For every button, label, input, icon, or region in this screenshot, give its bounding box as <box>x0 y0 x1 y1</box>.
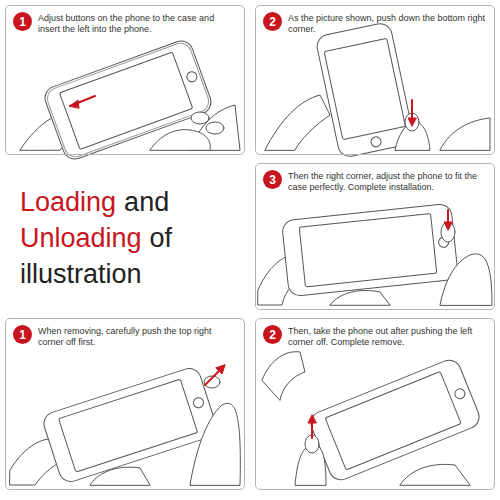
step-number-circle: 1 <box>13 325 32 344</box>
instruction-text: Then, take the phone out after pushing t… <box>288 326 486 348</box>
step-number: 2 <box>269 328 276 342</box>
step-panel: Then the right corner, adjust the phone … <box>255 163 495 310</box>
heading-row: illustration <box>20 258 142 290</box>
phone-drawing <box>281 203 458 296</box>
step-number: 2 <box>269 15 276 29</box>
step-panel: When removing, carefully push the top ri… <box>5 318 245 490</box>
instruction-text: As the picture shown, push down the bott… <box>288 13 486 35</box>
hand-drawing <box>150 112 224 150</box>
phone-drawing <box>41 365 219 484</box>
step-number-circle: 1 <box>13 12 32 31</box>
step-number-circle: 2 <box>263 325 282 344</box>
arrow-head <box>408 118 416 126</box>
step-number: 1 <box>19 328 26 342</box>
hand-drawing <box>262 352 305 400</box>
step-panel: As the picture shown, push down the bott… <box>255 5 495 155</box>
arrow-head <box>216 365 225 374</box>
hand-drawing <box>90 376 240 485</box>
phone-drawing <box>307 357 482 484</box>
step-number-circle: 3 <box>263 170 282 189</box>
step-panel: Adjust buttons on the phone to the case … <box>5 5 245 155</box>
hand-drawing <box>395 113 490 150</box>
instruction-text: Then the right corner, adjust the phone … <box>288 171 486 193</box>
hand-drawing <box>330 222 492 305</box>
heading-word: and <box>124 186 169 218</box>
instruction-text: When removing, carefully push the top ri… <box>38 326 236 348</box>
arrow-head <box>308 415 316 423</box>
instruction-text: Adjust buttons on the phone to the case … <box>38 13 236 35</box>
heading-row: Unloadingof <box>20 222 172 254</box>
hand-drawing <box>295 435 470 485</box>
heading-word: Unloading <box>20 222 142 254</box>
arrow-head <box>444 222 452 230</box>
step-number-circle: 2 <box>263 12 282 31</box>
step-number: 1 <box>19 15 26 29</box>
phone-drawing <box>42 38 215 163</box>
step-panel: Then, take the phone out after pushing t… <box>255 318 495 490</box>
heading-row: Loadingand <box>20 186 169 218</box>
heading-word: illustration <box>20 258 142 290</box>
arrow-head <box>70 100 79 108</box>
heading-word: Loading <box>20 186 116 218</box>
step-number: 3 <box>269 173 276 187</box>
hand-drawing <box>265 95 330 150</box>
heading-word: of <box>150 222 173 254</box>
